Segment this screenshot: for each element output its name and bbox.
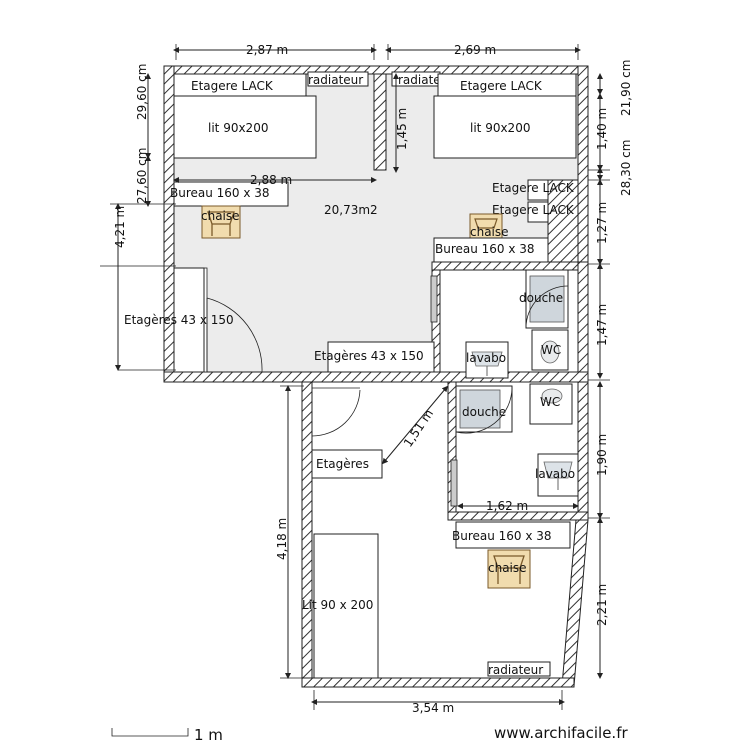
area-label: 20,73m2 [324, 203, 378, 217]
shower-2-label: douche [462, 405, 506, 419]
sink-2-label: lavabo [535, 467, 575, 481]
dim-bottom-height: 4,18 m [275, 518, 289, 560]
shower-1-label: douche [519, 291, 563, 305]
doors [203, 267, 458, 507]
shelves-mid [327, 341, 435, 373]
dim-left-421: 4,21 m [113, 206, 127, 248]
radiator-left [307, 71, 369, 87]
wc-2-label: WC [540, 395, 560, 409]
dim-left-27: 27,60 cm [135, 148, 149, 204]
radiator-left-label: radiateur [308, 73, 363, 87]
shelves-left-label: Etagères 43 x 150 [124, 313, 234, 327]
dim-top-left: 2,87 m [246, 43, 288, 57]
wall-top [163, 65, 587, 75]
shower-2-icon [455, 385, 513, 434]
shelves-left [173, 267, 205, 373]
wall-bath1-top [431, 261, 589, 271]
dim-left-29: 29,60 cm [135, 64, 149, 120]
wall-partition [373, 73, 387, 171]
wall-bath2-bottom [447, 511, 589, 521]
chair-bottom-label: chaise [488, 561, 527, 575]
wall-bottom [301, 677, 575, 688]
desk-right-label: Bureau 160 x 38 [435, 242, 535, 256]
scale-label: 1 m [194, 726, 223, 744]
dim-top-right: 2,69 m [454, 43, 496, 57]
dim-inner-width: 2,88 m [250, 173, 292, 187]
dim-right-140: 1,40 m [595, 108, 609, 150]
door-bath1 [430, 275, 438, 323]
shelf-lack-small-1-label: Etagere LACK [492, 181, 575, 195]
dim-right-127: 1,27 m [595, 202, 609, 244]
sink-2-icon [537, 453, 579, 497]
shelf-lack-right-label: Etagere LACK [460, 79, 543, 93]
dim-right-221: 2,21 m [595, 584, 609, 626]
walls [163, 65, 589, 688]
sink-1-label: lavabo [466, 351, 506, 365]
chair-right-icon [469, 213, 503, 239]
radiator-right-label: radiate [398, 73, 441, 87]
desk-bottom-label: Bureau 160 x 38 [452, 529, 552, 543]
shelf-lack-left-label: Etagere LACK [191, 79, 274, 93]
bed-bottom [313, 533, 379, 679]
dim-right-2190: 21,90 cm [619, 60, 633, 116]
dim-bath2-width: 1,62 m [486, 499, 528, 513]
shelves-bottom [311, 449, 383, 479]
shelf-lack-small-2 [527, 201, 549, 223]
bed-left [173, 95, 317, 159]
desk-bottom [455, 521, 571, 549]
desk-right [433, 237, 549, 263]
wc-1-icon [531, 329, 569, 371]
dim-right-190: 1,90 m [595, 434, 609, 476]
shelf-lack-small-1 [527, 179, 549, 201]
bed-right [433, 95, 577, 159]
door-bath2 [450, 459, 458, 507]
door-bottom-room [311, 387, 361, 437]
chair-right-label: chaise [470, 225, 509, 239]
watermark: www.archifacile.fr [494, 724, 628, 742]
scale-bar: 1 m [111, 726, 223, 744]
shelves-mid-label: Etagères 43 x 150 [314, 349, 424, 363]
dim-right-147: 1,47 m [595, 304, 609, 346]
desk-left-label: Bureau 160 x 38 [170, 186, 270, 200]
wall-bath2-right [577, 381, 589, 521]
wall-right-upper [577, 65, 589, 265]
bed-left-label: lit 90x200 [208, 121, 268, 135]
chair-left-label: chaise [201, 209, 240, 223]
wall-middle [163, 371, 589, 383]
radiator-bottom [487, 661, 551, 677]
shower-1-icon [525, 269, 569, 329]
dim-bottom-width: 3,54 m [412, 701, 454, 715]
sink-1-icon [465, 341, 509, 379]
door-left-closet [203, 267, 263, 373]
wall-bath1-right [577, 261, 589, 387]
wall-bottom-left [301, 381, 313, 687]
bed-right-label: lit 90x200 [470, 121, 530, 135]
radiator-bottom-label: radiateur [488, 663, 543, 677]
wall-left-upper [163, 65, 175, 383]
shelves-bottom-label: Etagères [316, 457, 369, 471]
dim-partition: 1,45 m [395, 108, 409, 150]
wc-2-icon [529, 383, 573, 425]
wall-right-diag-part [547, 179, 579, 265]
chair-left-icon [201, 205, 241, 239]
chair-bottom-icon [487, 549, 531, 589]
dim-right-2830: 28,30 cm [619, 140, 633, 196]
bed-bottom-label: Lit 90 x 200 [302, 598, 373, 612]
furniture: Etagere LACK radiateur lit 90x200 radiat… [124, 71, 579, 679]
wc-1-label: WC [541, 343, 561, 357]
shelf-lack-small-2-label: Etagere LACK [492, 203, 575, 217]
